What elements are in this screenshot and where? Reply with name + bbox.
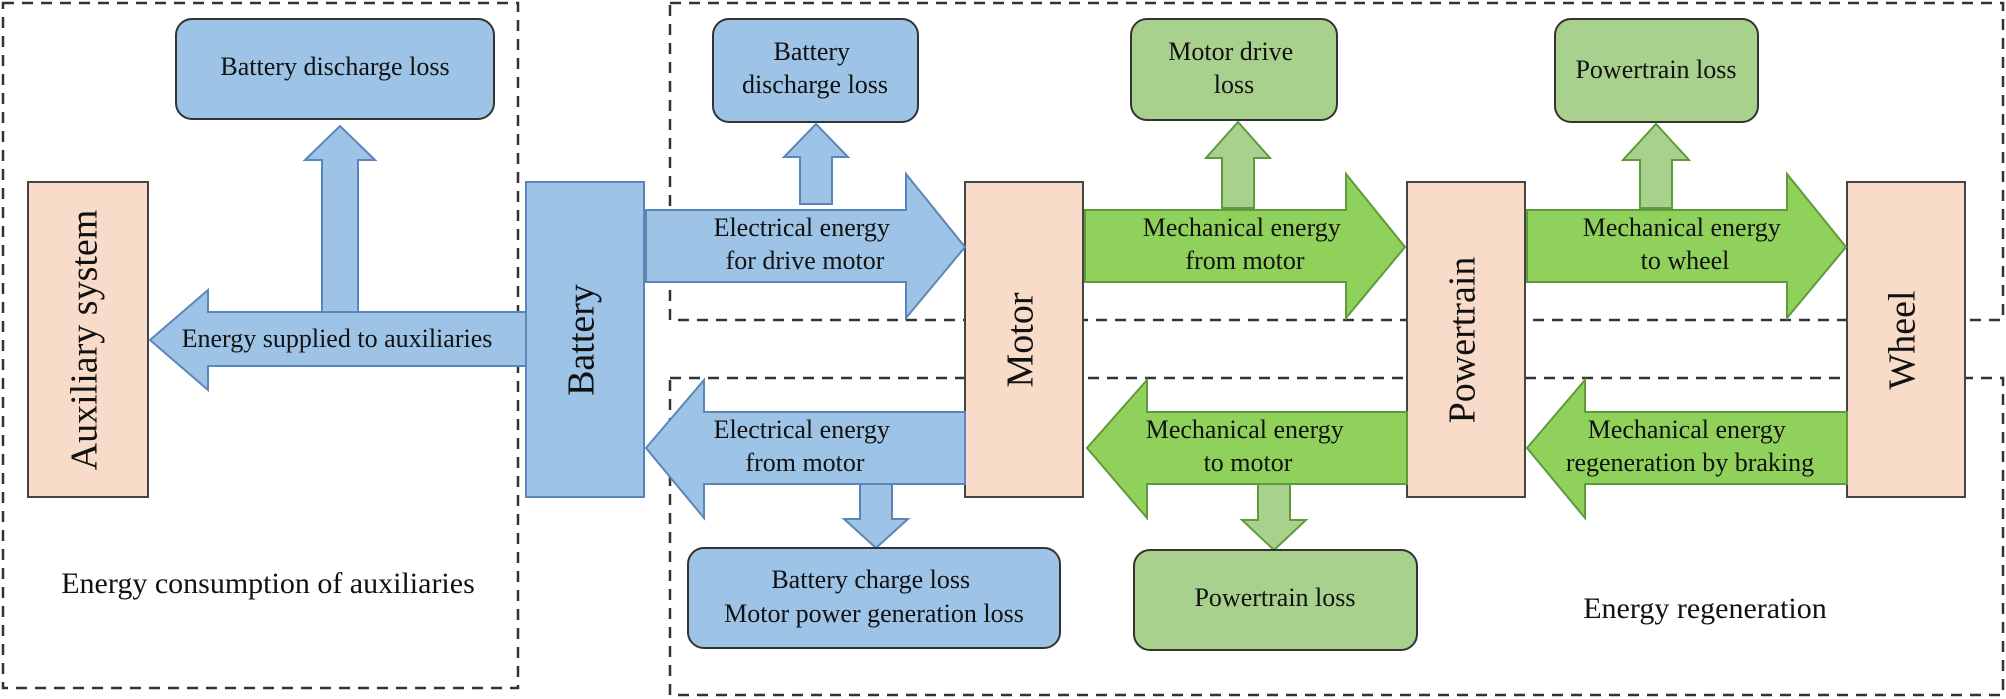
aux-loss-up-arrow-icon [302,124,378,313]
mechanical-from-motor-arrow-icon [1084,171,1407,321]
mechanical-to-motor-label: Mechanical energy to motor [1146,415,1351,477]
regen-charge-loss-text: Battery charge loss Motor power generati… [724,565,1024,628]
wheel-label: Wheel [1882,290,1924,389]
powertrain-drive-loss-box [1554,18,1759,123]
mechanical-from-motor-label: Mechanical energy from motor [1143,213,1348,275]
powertrain-regen-loss-text: Powertrain loss [1194,583,1355,612]
motor-drive-loss-up-arrow-icon [1203,120,1273,209]
motor-label: Motor [1000,292,1042,387]
motor-drive-loss-box [1130,18,1338,121]
regen-charge-loss-box [687,547,1061,649]
regen-charge-loss-down-arrow-icon [841,479,911,550]
battery-drive-loss-up-arrow-icon [781,122,851,205]
motor-drive-loss-text: Motor drive loss [1168,37,1299,99]
region-drive-frame [668,1,2005,322]
powertrain-drive-loss-up-arrow-icon [1620,122,1692,209]
region-regeneration-caption: Energy regeneration [1583,592,1827,625]
battery-block [525,181,645,498]
aux-battery-discharge-loss-text: Battery discharge loss [220,52,449,81]
electrical-to-motor-label: Electrical energy for drive motor [714,213,897,275]
mechanical-to-motor-arrow-icon [1085,377,1408,521]
drive-battery-discharge-loss-box [712,18,919,123]
powertrain-drive-loss-text: Powertrain loss [1575,55,1736,84]
electrical-from-motor-label: Electrical energy from motor [714,415,897,477]
aux-battery-discharge-loss-box [175,18,495,120]
auxiliary-system-label: Auxiliary system [64,210,106,471]
battery-label: Battery [561,284,603,396]
regeneration-by-braking-arrow-icon [1525,377,1848,521]
energy-to-auxiliaries-label: Energy supplied to auxiliaries [182,324,493,353]
energy-to-auxiliaries-arrow-icon [148,287,527,393]
region-auxiliaries-caption: Energy consumption of auxiliaries [61,567,475,600]
motor-block [964,181,1084,498]
mechanical-to-wheel-label: Mechanical energy to wheel [1583,213,1788,275]
wheel-block [1846,181,1966,498]
regeneration-by-braking-label: Mechanical energy regeneration by brakin… [1566,415,1814,477]
powertrain-block [1406,181,1526,498]
region-regeneration-frame [668,376,2005,697]
electrical-from-motor-arrow-icon [644,377,966,521]
powertrain-regen-loss-down-arrow-icon [1239,483,1309,552]
mechanical-to-wheel-arrow-icon [1526,171,1848,321]
powertrain-regen-loss-box [1133,549,1418,651]
auxiliary-system-block [27,181,149,498]
drive-battery-discharge-loss-text: Battery discharge loss [742,37,888,99]
electrical-to-motor-arrow-icon [645,171,967,321]
powertrain-label: Powertrain [1442,257,1484,424]
